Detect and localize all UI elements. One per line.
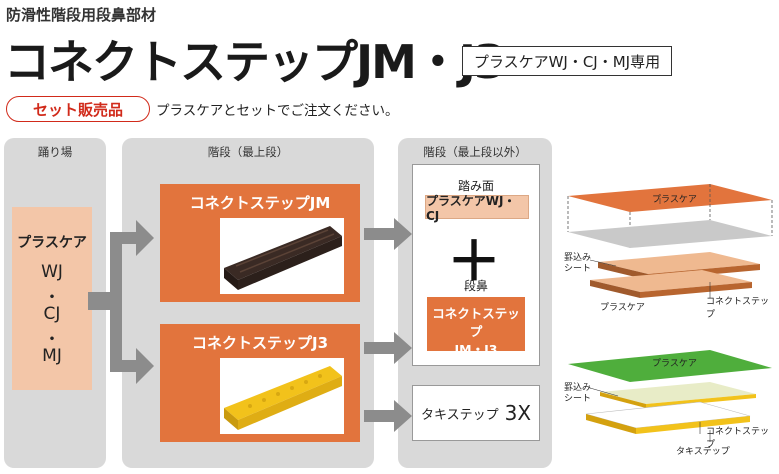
connect-step-jm-title: コネクトステップJM <box>189 194 331 212</box>
diagram-bottom-sheet-label-2: シート <box>564 394 592 404</box>
connect-step-j3-card: コネクトステップJ3 <box>160 324 360 442</box>
variant-separator: ・ <box>43 288 61 308</box>
top-step-label: 階段（最上段） <box>207 145 289 159</box>
landing-label: 踊り場 <box>37 145 73 159</box>
landing-product-box <box>12 207 92 390</box>
nosing-label: 段鼻 <box>463 279 488 293</box>
landing-product-name: プラスケア <box>17 235 87 251</box>
diagram-top-plus-care-lower-label: プラスケア <box>600 303 645 313</box>
arrow-right-icon <box>364 332 412 364</box>
stair-diagram-icon <box>568 350 772 442</box>
plus-icon: ＋ <box>447 230 501 293</box>
diagram-top-plus-care-label: プラスケア <box>652 195 697 205</box>
jm-step-image-icon <box>224 226 342 290</box>
diagram-bottom-sheet-label-1: 罫込み <box>564 383 592 393</box>
other-steps-label: 階段（最上段以外） <box>423 145 527 159</box>
diagram-bottom-plus-care-label: プラスケア <box>652 359 697 369</box>
tread-product-tag: プラスケアWJ・CJ <box>425 194 529 223</box>
page-title: コネクトステップJM・J3 <box>4 35 506 89</box>
stair-diagram-icon <box>567 184 773 298</box>
connect-step-jm-card: コネクトステップJM <box>160 184 360 302</box>
set-sale-badge: セット販売品 <box>6 96 150 122</box>
connect-step-j3-title: コネクトステップJ3 <box>191 334 329 352</box>
nosing-product-line2: JM・J3 <box>454 342 498 357</box>
diagram-bottom-taki-step-label: タキステップ <box>676 447 730 457</box>
diagram-bottom-connect-step-label: コネクトステップ <box>706 427 770 450</box>
taki-step-card: タキステップ 3X <box>412 385 540 441</box>
taki-step-name: タキステップ <box>420 407 499 423</box>
nosing-product-line1: コネクトステップ <box>432 306 520 339</box>
set-order-note: プラスケアとセットでご注文ください。 <box>156 103 399 119</box>
variant-cj: CJ <box>43 304 61 324</box>
j3-step-image-icon <box>224 366 342 430</box>
compatibility-badge: プラスケアWJ・CJ・MJ専用 <box>462 46 672 76</box>
branch-arrow-icon <box>88 220 154 384</box>
arrow-right-icon <box>364 400 412 432</box>
connect-step-j3-photo <box>220 358 344 434</box>
nosing-product-tag: コネクトステップ JM・J3 <box>427 297 525 357</box>
connect-step-jm-photo <box>220 218 344 294</box>
diagram-top-sheet-label-2: シート <box>564 264 592 274</box>
installation-diagram-bottom: プラスケア 罫込み シート コネクトステップ タキステップ <box>560 340 775 470</box>
arrow-right-icon <box>364 218 412 250</box>
diagram-top-sheet-label-1: 罫込み <box>564 253 592 263</box>
tread-surface-label: 踏み面 <box>457 179 494 193</box>
variant-mj: MJ <box>42 346 62 366</box>
diagram-top-connect-step-label: コネクトステップ <box>706 297 770 320</box>
variant-wj: WJ <box>41 262 63 282</box>
category-label: 防滑性階段用段鼻部材 <box>6 6 157 24</box>
combination-card: 踏み面 プラスケアWJ・CJ 段鼻 コネクトステップ JM・J3 <box>412 164 540 366</box>
installation-diagram-top: プラスケア 罫込み シート プラスケア コネクトステップ <box>560 176 775 320</box>
variant-separator: ・ <box>43 330 61 350</box>
taki-step-size: 3X <box>504 401 532 425</box>
